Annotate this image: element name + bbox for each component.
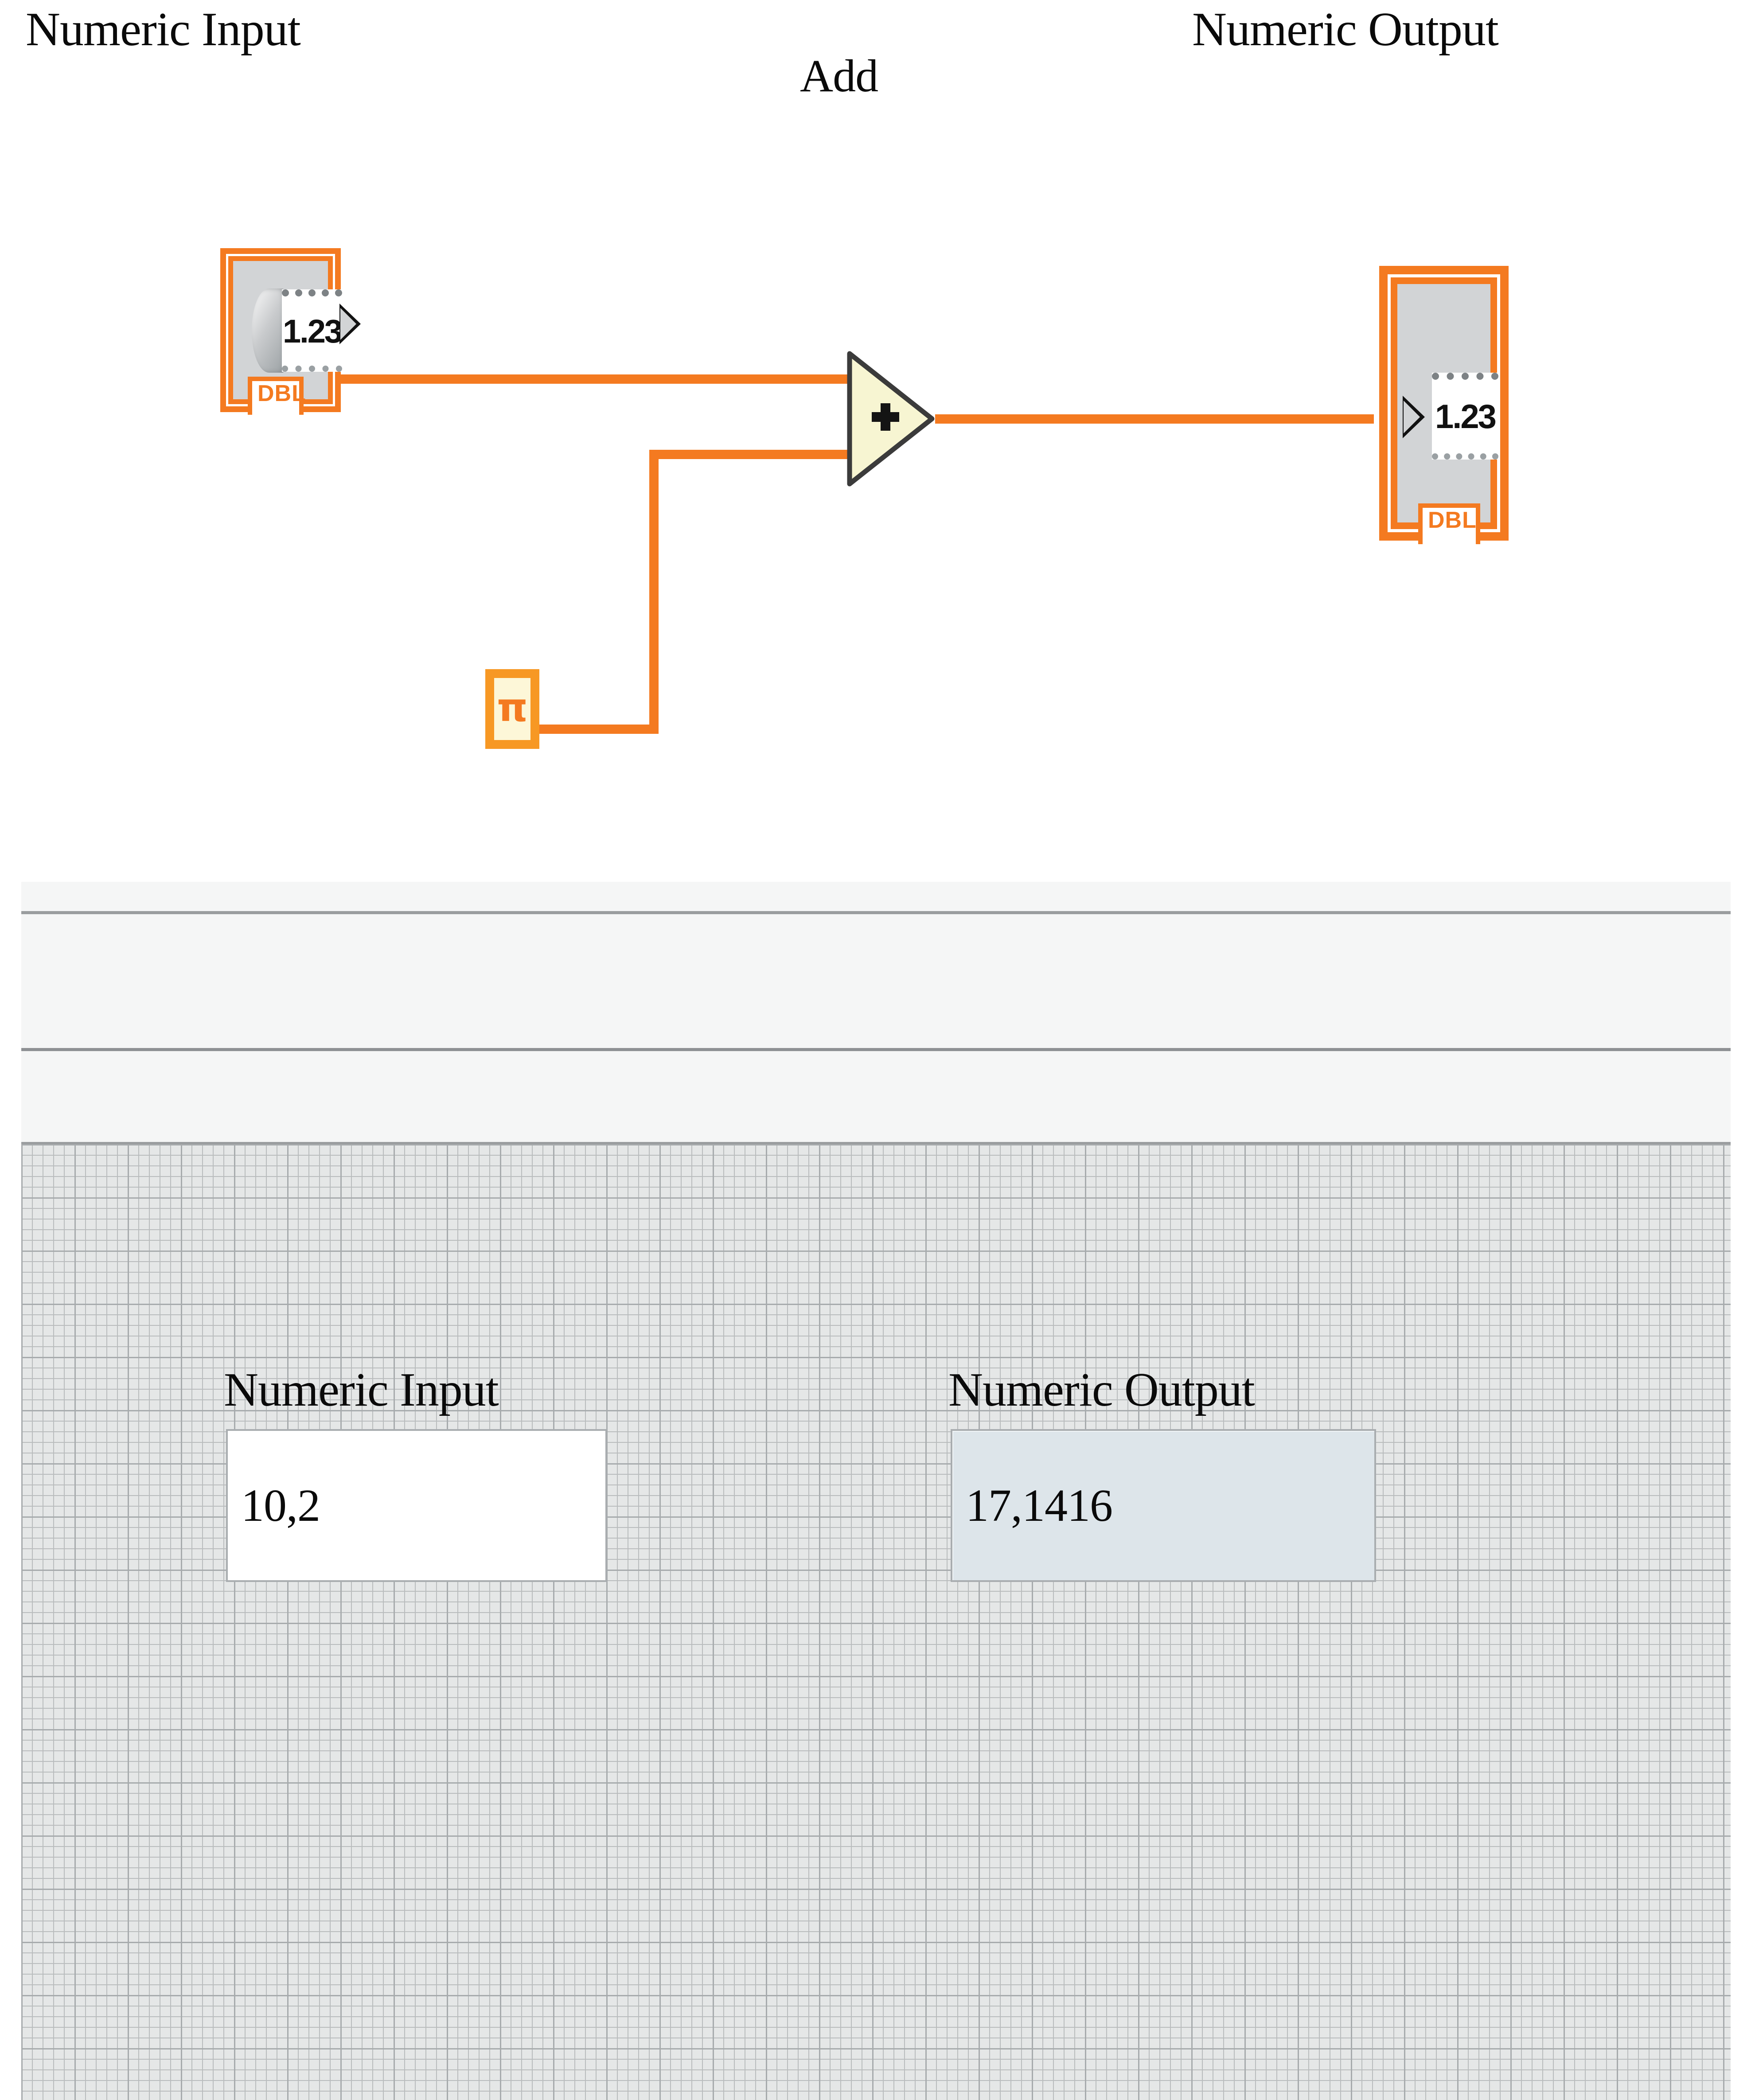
terminal-output-arrow-icon: [339, 304, 361, 344]
numeric-input-terminal[interactable]: 1.23 DBL: [220, 248, 361, 415]
terminal-input-arrow-icon: [1403, 396, 1425, 438]
wire-pi-horizontal[interactable]: [538, 725, 658, 734]
front-panel-separator-3: [21, 1142, 1731, 1144]
pi-constant-node[interactable]: π: [485, 669, 539, 749]
output-terminal-datatype-tag: DBL: [1418, 503, 1480, 544]
front-panel-separator-2: [21, 1048, 1731, 1051]
add-triangle-icon: [847, 351, 935, 487]
block-diagram-canvas[interactable]: Numeric Input Add Numeric Output 1.23 DB…: [0, 0, 1755, 882]
wire-input-to-add[interactable]: [337, 374, 853, 384]
front-panel-grid-canvas[interactable]: [21, 1144, 1731, 2100]
front-panel-menu-band: [21, 882, 1731, 912]
numeric-control-dial-icon: [252, 288, 286, 373]
front-panel-numeric-output-label: Numeric Output: [948, 1364, 1255, 1416]
front-panel-toolbar-band[interactable]: [21, 914, 1731, 1048]
numeric-input-control[interactable]: 10,2: [226, 1429, 607, 1582]
front-panel-numeric-input-label: Numeric Input: [224, 1364, 499, 1416]
wire-add-to-output[interactable]: [935, 414, 1374, 424]
front-panel-separator-1: [21, 911, 1731, 914]
pi-icon: π: [497, 685, 528, 730]
block-diagram-numeric-output-label: Numeric Output: [1192, 3, 1499, 56]
numeric-output-terminal[interactable]: 1.23 DBL: [1379, 266, 1509, 544]
add-function-node[interactable]: [844, 350, 935, 487]
numeric-output-indicator: 17,1416: [951, 1429, 1376, 1582]
numeric-indicator-value-icon: 1.23: [1432, 373, 1498, 460]
input-terminal-datatype-tag: DBL: [248, 377, 306, 415]
terminal-inner-border: 1.23: [1391, 277, 1498, 529]
block-diagram-numeric-input-label: Numeric Input: [26, 3, 301, 56]
block-diagram-add-label: Add: [800, 51, 878, 101]
wire-pi-vertical[interactable]: [649, 450, 659, 734]
front-panel-window[interactable]: Numeric Input 10,2 Numeric Output 17,141…: [0, 882, 1755, 2100]
wire-pi-to-add[interactable]: [649, 450, 853, 459]
front-panel-subtoolbar-band[interactable]: [21, 1051, 1731, 1142]
numeric-control-value-icon: 1.23: [282, 289, 343, 372]
